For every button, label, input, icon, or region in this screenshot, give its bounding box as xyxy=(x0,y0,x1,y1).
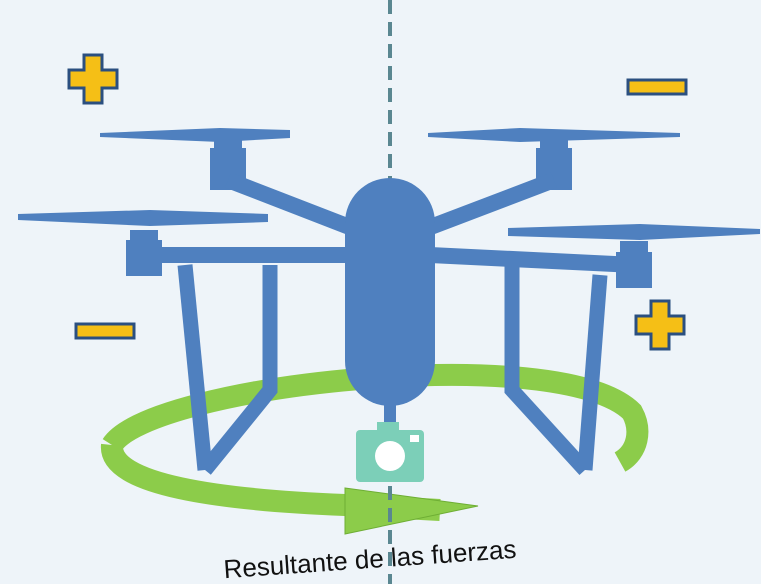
caption-text: Resultante de las fuerzas xyxy=(223,534,518,584)
propeller-front-right xyxy=(508,224,760,240)
minus-sign-icon xyxy=(74,322,136,340)
camera-mount xyxy=(384,400,396,426)
rotation-arrow-head xyxy=(344,487,479,535)
minus-sign-icon xyxy=(626,78,688,96)
propeller-back-right xyxy=(428,128,680,142)
propeller-back-left xyxy=(100,128,290,142)
plus-sign-icon xyxy=(67,53,119,105)
landing-gear xyxy=(177,264,608,476)
motor-front-left xyxy=(126,240,162,276)
drone-body xyxy=(345,178,435,406)
motor-front-right xyxy=(616,252,652,288)
motor-front-right-cap xyxy=(620,241,648,253)
motor-back-right-cap xyxy=(540,140,568,150)
drone-arms xyxy=(150,172,636,273)
plus-sign-icon xyxy=(634,299,686,351)
camera-icon xyxy=(356,422,424,482)
motor-front-left-cap xyxy=(130,230,158,242)
propeller-front-left xyxy=(18,210,268,226)
motor-back-left-cap xyxy=(214,140,242,150)
rotation-arrow-back xyxy=(102,363,649,472)
rotation-arrow-front xyxy=(101,443,441,521)
